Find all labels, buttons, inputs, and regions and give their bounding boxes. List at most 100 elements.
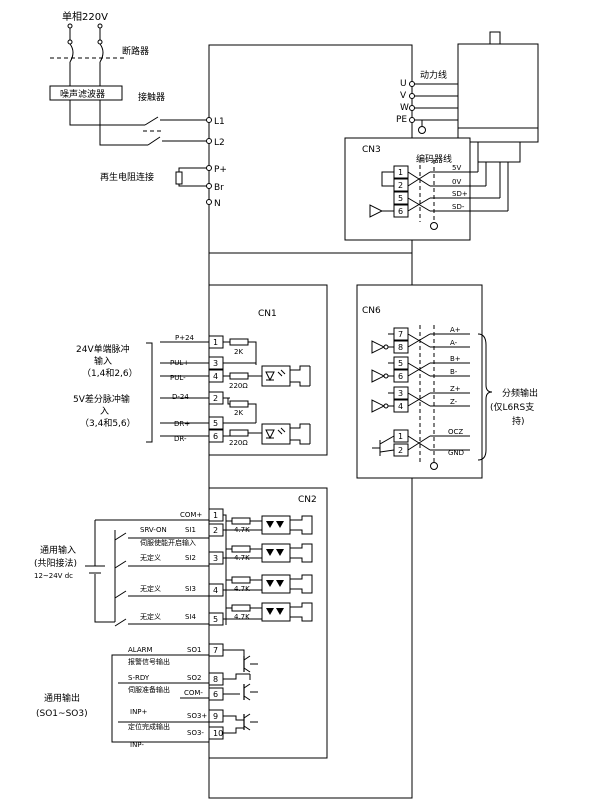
cn2-output-label: 通用输出 (SO1~SO3) [36,692,88,719]
cn6-output-label: 分频输出 (仅L6RS支 持) [490,387,538,427]
svg-text:220Ω: 220Ω [229,382,248,390]
svg-text:5V差分脉冲输: 5V差分脉冲输 [73,393,130,405]
svg-text:A+: A+ [450,326,461,334]
cn1-signal-labels: P+24 PUL+ PUL- D-24 DR+ DR- [170,334,195,443]
svg-text:通用输入: 通用输入 [40,544,76,556]
contactor-switch-1 [144,116,159,126]
cn2-input-optos: 4.7K 4.7K 4.7K 4.7K [223,514,313,625]
encoder-body [477,141,521,163]
cn2-input-pins: 1 2 3 4 5 [208,508,224,626]
svg-text:5: 5 [213,419,218,428]
svg-text:GND: GND [448,449,464,457]
svg-text:2: 2 [398,181,403,190]
svg-text:6: 6 [398,372,403,381]
cn3-twisted-pairs [407,160,509,230]
cn2-com-plus: COM+ [180,511,202,519]
cn2-input-signals: SRV-ON SI1 SI2 SI3 SI4 伺服使能开启输入 无定义 无定义 … [140,526,197,621]
svg-text:通用输出: 通用输出 [44,692,80,704]
svg-text:SI3: SI3 [185,585,196,593]
v-label: V [400,91,407,101]
cn1-circuit-2: 2K 220Ω [223,397,311,447]
cn2-input-switches [114,532,209,627]
svg-text:3: 3 [398,389,403,398]
cn3-sig-sdn: SD- [452,203,465,211]
cn2-output-pins: 7 8 6 9 10 [208,643,224,740]
svg-text:SO3+: SO3+ [187,712,207,720]
svg-text:Z+: Z+ [450,385,461,393]
svg-text:7: 7 [213,646,218,655]
svg-text:1: 1 [398,432,403,441]
motor-shaft [489,31,501,45]
cn1-res-2k-1 [229,338,249,346]
power-line-label: 动力线 [420,69,447,81]
svg-text:伺服使能开启输入: 伺服使能开启输入 [140,538,196,547]
svg-text:5: 5 [398,194,403,203]
svg-text:2K: 2K [234,409,243,417]
svg-text:7: 7 [398,330,403,339]
cn3-title: CN3 [362,145,381,155]
breaker-switch-1 [69,43,74,63]
svg-text:2K: 2K [234,348,243,356]
p-label: P+ [214,165,227,175]
svg-text:DR+: DR+ [174,420,190,428]
regen-resistor [175,171,183,185]
cn1-bracket [146,342,153,443]
svg-text:Z-: Z- [450,398,458,406]
single-phase-label: 单相220V [62,10,108,23]
svg-text:4.7K: 4.7K [234,585,250,593]
cn2-output-transistors [223,649,258,734]
svg-text:伺服准备输出: 伺服准备输出 [128,685,170,694]
cn3-sig-5v: 5V [452,164,461,172]
svg-text:输入: 输入 [94,355,112,367]
svg-text:COM-: COM- [184,689,203,697]
w-label: W [400,103,409,113]
svg-text:B+: B+ [450,355,461,363]
svg-text:D-24: D-24 [172,393,189,401]
cn1-circuit-1: 2K 220Ω [223,338,311,390]
svg-text:SI1: SI1 [185,526,196,534]
svg-text:INP-: INP- [130,741,144,749]
svg-text:（3,4和5,6）: （3,4和5,6） [80,418,136,429]
cn1-optocoupler-1 [261,365,291,387]
cn3-pins: 1 2 5 6 [393,165,409,218]
svg-text:1: 1 [213,511,218,520]
svg-text:定位完成输出: 定位完成输出 [128,722,170,731]
cn6-bracket [477,333,493,461]
svg-text:OCZ: OCZ [448,428,463,436]
cn6-signal-labels: A+ A- B+ B- Z+ Z- OCZ GND [448,326,464,457]
cn2-title: CN2 [298,495,317,505]
noise-filter-label: 噪声滤波器 [60,88,105,100]
svg-text:24V单端脉冲: 24V单端脉冲 [76,343,130,355]
svg-text:3: 3 [213,359,218,368]
cn1-title: CN1 [258,309,277,319]
u-label: U [400,79,407,89]
svg-text:无定义: 无定义 [140,584,161,593]
svg-text:12~24V dc: 12~24V dc [34,572,73,580]
pe-label: PE [396,115,407,125]
svg-text:2: 2 [398,446,403,455]
cn2-output-signals: ALARM SO1 S-RDY SO2 COM- INP+ SO3+ SO3- … [128,646,207,749]
svg-text:INP+: INP+ [130,708,148,716]
motor-body [457,43,539,143]
svg-text:DR-: DR- [174,435,187,443]
svg-text:报警信号输出: 报警信号输出 [128,657,170,666]
svg-text:SRV-ON: SRV-ON [140,526,167,534]
cn1-optocoupler-2 [261,423,291,445]
svg-text:SO2: SO2 [187,674,201,682]
cn3-receiver-icon [369,204,384,218]
svg-text:(共阳接法): (共阳接法) [34,557,77,569]
svg-text:入: 入 [100,406,109,417]
svg-text:(SO1~SO3): (SO1~SO3) [36,709,88,719]
cn6-twisted-pairs [407,325,470,470]
ground-icon [418,126,426,134]
svg-text:9: 9 [213,712,218,721]
svg-text:S-RDY: S-RDY [128,674,150,682]
svg-text:P+24: P+24 [175,334,195,342]
svg-text:4: 4 [398,402,403,411]
contactor-switch-2 [147,136,161,146]
svg-text:1: 1 [213,338,218,347]
svg-text:3: 3 [213,554,218,563]
cn2-output-bracket [111,654,118,743]
